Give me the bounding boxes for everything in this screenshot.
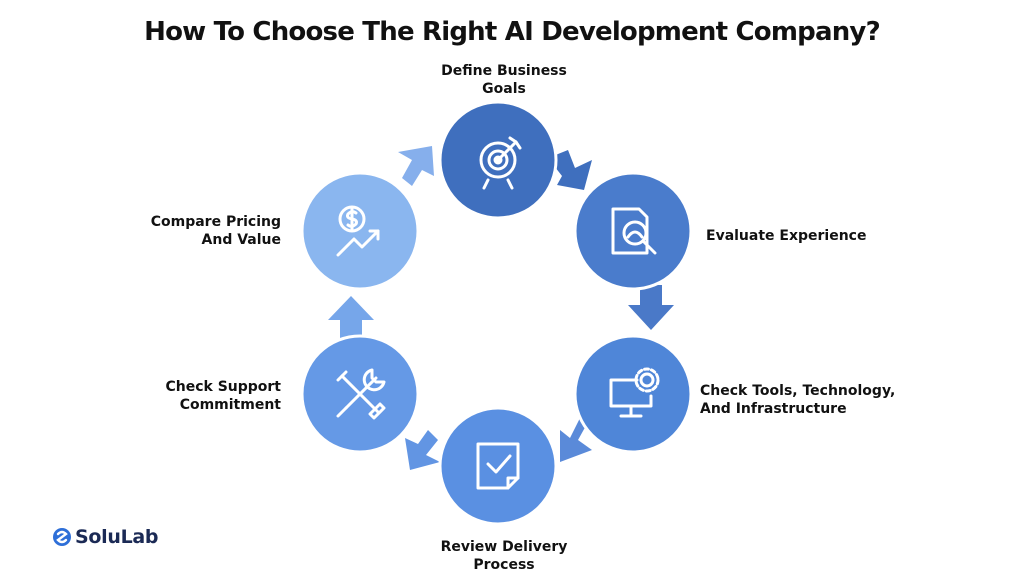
arrow-delivery-to-support (405, 430, 440, 470)
solulab-logo-icon (53, 528, 71, 546)
label-line: Define Business (441, 63, 567, 79)
label-line: And Value (201, 232, 281, 248)
logo-text: SoluLab (75, 526, 159, 548)
label-line: Review Delivery (440, 539, 568, 555)
label-compare-pricing: Compare Pricing And Value (100, 213, 281, 249)
arrow-pricing-to-goals (398, 146, 434, 186)
arrow-tools-to-delivery (560, 418, 592, 462)
label-line: Check Support (165, 379, 281, 395)
label-line: Evaluate Experience (706, 228, 867, 244)
arrow-support-to-pricing (328, 296, 374, 340)
label-line: Compare Pricing (150, 214, 281, 230)
solulab-logo: SoluLab (53, 526, 159, 548)
label-line: And Infrastructure (700, 401, 847, 417)
label-check-support: Check Support Commitment (100, 378, 281, 414)
monitor-gear-icon (609, 367, 660, 418)
node-pricing (300, 171, 420, 291)
checklist-icon (476, 442, 520, 490)
label-define-business-goals: Define Business Goals (414, 62, 594, 98)
tools-icon (336, 368, 386, 420)
dollar-growth-icon (336, 205, 380, 257)
label-line: Goals (482, 81, 526, 97)
label-evaluate-experience: Evaluate Experience (706, 227, 926, 245)
document-search-icon (611, 207, 657, 255)
cycle-arrows (328, 146, 674, 470)
node-delivery (438, 406, 558, 526)
label-line: Check Tools, Technology, (700, 383, 896, 399)
label-line: Process (473, 557, 535, 573)
arrow-goals-to-experience (548, 150, 592, 190)
label-check-tools: Check Tools, Technology, And Infrastruct… (700, 382, 930, 418)
label-review-delivery: Review Delivery Process (414, 538, 594, 574)
arrow-experience-to-tools (628, 285, 674, 330)
label-line: Commitment (179, 397, 281, 413)
node-tools (573, 334, 693, 454)
page-title: How To Choose The Right AI Development C… (144, 17, 881, 47)
target-icon (479, 136, 522, 190)
